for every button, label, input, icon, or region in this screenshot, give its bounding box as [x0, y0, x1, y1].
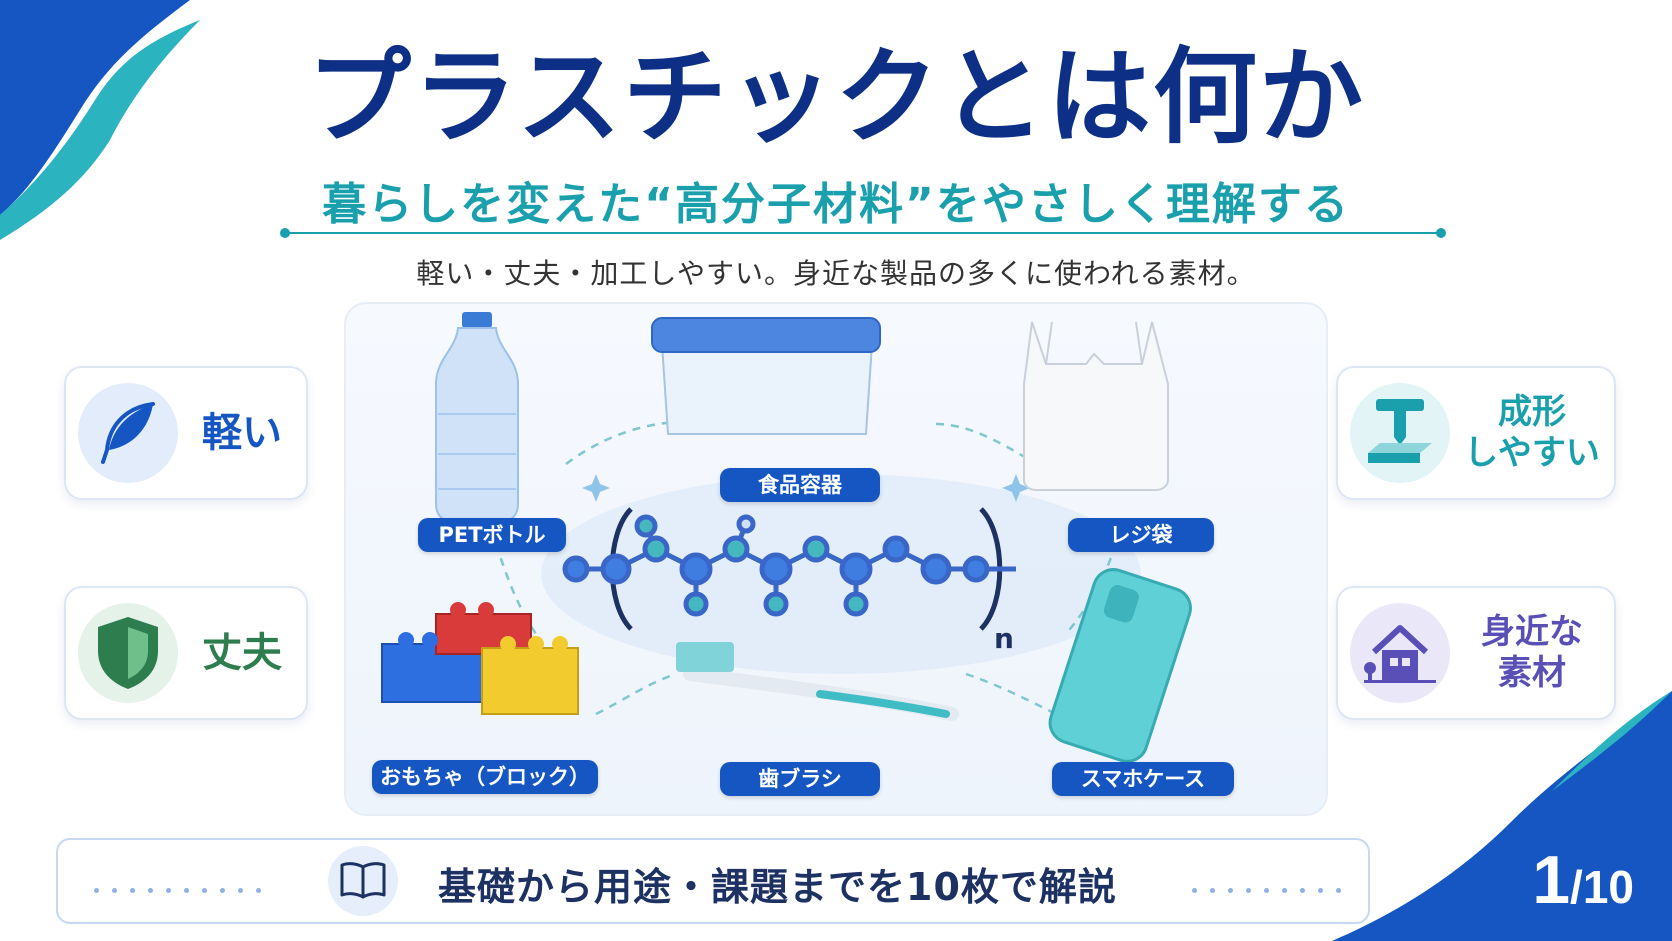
feature-label-familiar: 身近な 素材	[1450, 612, 1614, 694]
page-total: 10	[1582, 861, 1634, 913]
pill-phone-case: スマホケース	[1052, 762, 1234, 796]
pill-toothbrush: 歯ブラシ	[720, 762, 880, 796]
plastic-bag-image	[1023, 321, 1169, 491]
sparkle-icon	[1002, 474, 1030, 502]
shield-icon	[78, 603, 178, 703]
pill-pet-bottle: PETボトル	[418, 518, 566, 552]
feature-label-strong: 丈夫	[202, 630, 282, 676]
dashed-connector	[565, 420, 677, 466]
book-icon	[328, 846, 398, 916]
footer-bar: 基礎から用途・課題までを10枚で解説	[56, 838, 1370, 924]
polymer-subscript: n	[994, 622, 1014, 655]
food-container-image	[651, 317, 881, 435]
page-title: プラスチックとは何か	[307, 36, 1365, 158]
feature-card-light: 軽い	[64, 366, 308, 500]
dashed-connector	[935, 422, 1037, 466]
header-divider	[280, 228, 1446, 238]
products-panel: n PETボトル 食品容器 レジ袋 おもちゃ（ブロック） 歯ブラシ スマホケース	[344, 302, 1328, 816]
toy-blocks-image	[381, 602, 579, 715]
toothbrush-image	[676, 642, 959, 721]
products-illustration	[381, 312, 1192, 763]
corner-wave-decoration-bottom	[1332, 691, 1672, 941]
footer-dots-left	[94, 878, 274, 893]
tagline: 軽い・丈夫・加工しやすい。身近な製品の多くに使われる素材。	[416, 257, 1256, 290]
feature-label-light: 軽い	[202, 410, 282, 456]
feature-label-moldable: 成形 しやすい	[1450, 392, 1614, 474]
house-icon	[1350, 603, 1450, 703]
pill-plastic-bag: レジ袋	[1068, 518, 1214, 552]
footer-dots-right	[1192, 878, 1354, 893]
feature-label-familiar-line2: 素材	[1498, 653, 1566, 693]
dashed-connector	[965, 672, 1057, 716]
page-separator: /	[1570, 861, 1583, 913]
pill-toy-blocks: おもちゃ（ブロック）	[372, 760, 598, 794]
feature-card-moldable: 成形 しやすい	[1336, 366, 1616, 500]
dashed-connector	[494, 543, 538, 635]
phone-case-image	[1048, 568, 1192, 763]
feature-label-familiar-line1: 身近な	[1481, 612, 1583, 653]
dashed-connector	[595, 672, 677, 716]
sparkle-icon	[582, 474, 610, 502]
polymer-molecule	[562, 507, 1016, 631]
feature-label-moldable-line2: しやすい	[1464, 433, 1600, 473]
pet-bottle-image	[435, 312, 519, 523]
feather-icon	[78, 383, 178, 483]
page-subtitle: 暮らしを変えた“高分子材料”をやさしく理解する	[322, 179, 1350, 230]
footer-text: 基礎から用途・課題までを10枚で解説	[438, 865, 1117, 909]
page-number: 1/10	[1532, 841, 1634, 919]
corner-wave-decoration	[0, 0, 200, 240]
feature-label-moldable-line1: 成形	[1498, 392, 1566, 433]
pill-food-container: 食品容器	[720, 468, 880, 502]
feature-card-familiar: 身近な 素材	[1336, 586, 1616, 720]
page-current: 1	[1532, 842, 1571, 918]
feature-card-strong: 丈夫	[64, 586, 308, 720]
molding-icon	[1350, 383, 1450, 483]
